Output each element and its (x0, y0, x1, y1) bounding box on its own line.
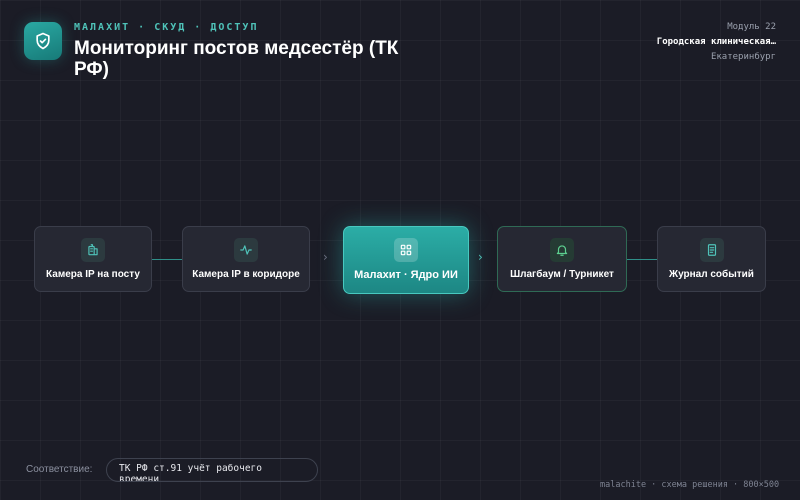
pulse-icon (240, 245, 252, 255)
shield-check-icon (36, 32, 50, 50)
footer-caption: malachite · схема решения · 800×500 (600, 480, 780, 490)
flow-node-ai-core[interactable]: Малахит · Ядро ИИ (343, 226, 469, 294)
app-logo (24, 22, 62, 60)
chevron-right-icon: › (323, 250, 328, 264)
grid-icon (400, 244, 412, 256)
building-camera-icon (88, 244, 98, 256)
flow-node-label: Камера IP в коридоре (192, 269, 300, 280)
flow-node-label: Малахит · Ядро ИИ (354, 269, 458, 281)
organization-name: Городская клиническая… (656, 37, 776, 47)
flow-node-barrier[interactable]: Шлагбаум / Турникет (497, 226, 627, 292)
bell-icon (556, 245, 568, 256)
flow-node-camera-corridor[interactable]: Камера IP в коридоре (182, 226, 310, 292)
connector-line (627, 259, 657, 260)
flow-node-label: Журнал событий (669, 269, 754, 280)
flow-node-event-log[interactable]: Журнал событий (657, 226, 766, 292)
compliance-label: Соответствие: (26, 464, 93, 475)
module-label: Модуль 22 (727, 22, 776, 32)
city-name: Екатеринбург (710, 52, 776, 62)
compliance-badge: ТК РФ ст.91 учёт рабочего времени (106, 458, 318, 482)
chevron-right-icon: › (478, 250, 483, 264)
page-title: Мониторинг постов медсестёр (ТК РФ) (74, 38, 399, 80)
connector-line (152, 259, 182, 260)
header-meta: Модуль 22 Городская клиническая… Екатери… (626, 20, 776, 65)
flow-node-label: Шлагбаум / Турникет (510, 269, 614, 280)
header-eyebrow: МАЛАХИТ · СКУД · ДОСТУП (74, 22, 259, 33)
flow-node-camera-post[interactable]: Камера IP на посту (34, 226, 152, 292)
document-icon (707, 244, 716, 256)
flow-node-label: Камера IP на посту (46, 269, 140, 280)
